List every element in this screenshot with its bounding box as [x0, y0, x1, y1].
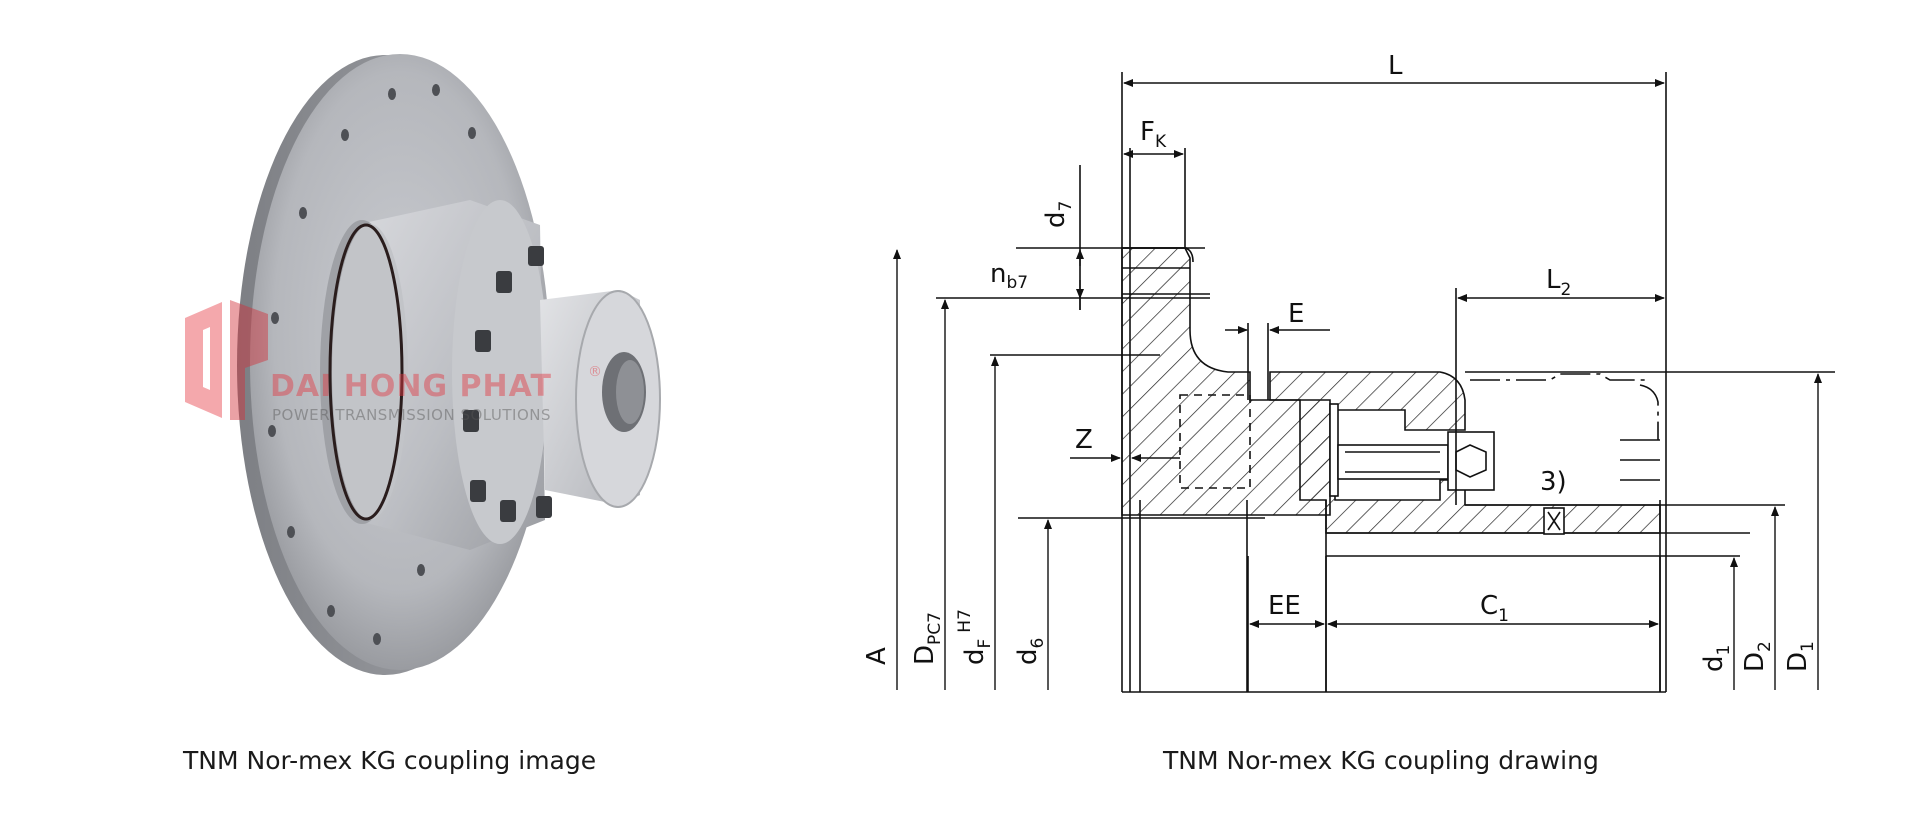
label-nb7: nb7 — [990, 259, 1028, 293]
watermark-brand: DAI HONG PHAT — [270, 369, 552, 404]
label-FK: FK — [1140, 117, 1167, 152]
label-D2: D2 — [1740, 641, 1775, 672]
shaft-sleeve — [540, 290, 661, 508]
flange-bolt-holes — [268, 84, 476, 645]
watermark: DAI HONG PHAT ® POWER TRANSMISSION SOLUT… — [185, 300, 602, 424]
drawing-geometry — [936, 72, 1835, 693]
caption-drawing: TNM Nor-mex KG coupling drawing — [1163, 746, 1599, 775]
label-C1: C1 — [1480, 591, 1509, 626]
watermark-registered: ® — [588, 364, 602, 380]
label-DPC7: DPC7 — [910, 612, 945, 665]
label-EE: EE — [1268, 591, 1301, 621]
label-d7: d7 — [1041, 201, 1076, 228]
dimension-labels: L FK d7 nb7 E L2 Z 3) EE C1 A DPC7 dFH7 … — [862, 51, 1818, 672]
dimension-lines — [893, 79, 1822, 690]
label-d1: d1 — [1699, 645, 1734, 672]
label-D1: D1 — [1783, 641, 1818, 672]
coupling-hub — [320, 200, 548, 550]
hub-bolts — [463, 246, 552, 522]
label-dF-H7: dFH7 — [955, 609, 995, 665]
watermark-logo-icon — [185, 300, 268, 420]
label-d6: d6 — [1013, 638, 1048, 665]
watermark-tagline: POWER TRANSMISSION SOLUTIONS — [272, 406, 551, 424]
label-note-3: 3) — [1540, 467, 1567, 497]
label-L2: L2 — [1546, 265, 1571, 300]
label-L: L — [1388, 51, 1403, 81]
label-E: E — [1288, 299, 1304, 329]
label-Z: Z — [1075, 425, 1093, 455]
label-A: A — [862, 647, 892, 665]
caption-image: TNM Nor-mex KG coupling image — [183, 746, 597, 775]
